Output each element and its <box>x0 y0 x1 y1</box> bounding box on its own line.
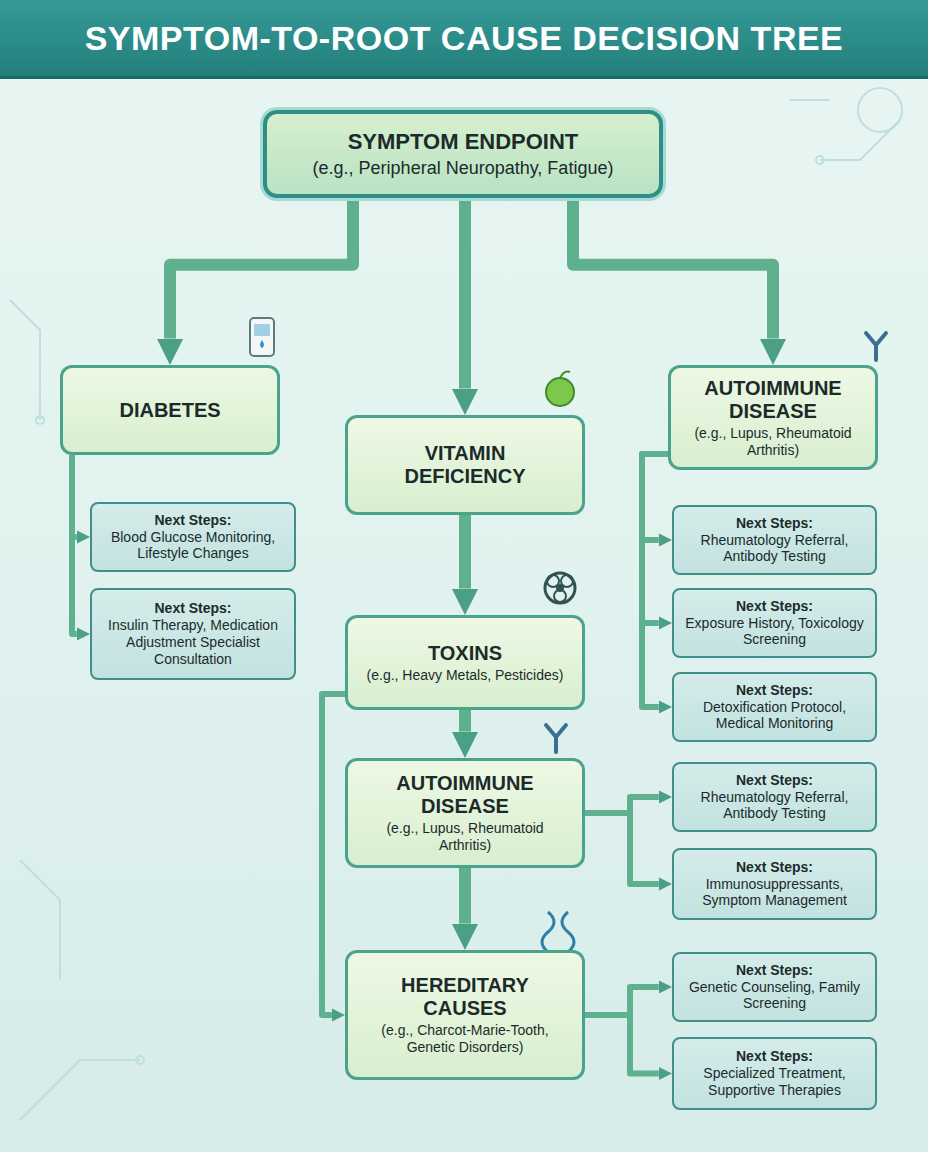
title-bar: SYMPTOM-TO-ROOT CAUSE DECISION TREE <box>0 0 928 79</box>
node-body: Rheumatology Referral, Antibody Testing <box>682 789 867 823</box>
node-heading: Next Steps: <box>736 772 813 789</box>
node-heading: Next Steps: <box>736 962 813 979</box>
next-steps-box: Next Steps:Immunosuppressants, Symptom M… <box>672 848 877 920</box>
connector-arrow <box>585 813 659 884</box>
connector-arrow <box>585 1015 659 1074</box>
node-heading: Next Steps: <box>154 512 231 529</box>
antibody-icon <box>546 333 886 752</box>
connector-arrow <box>459 198 471 389</box>
node-heading: VITAMIN DEFICIENCY <box>362 442 568 488</box>
connector-arrow <box>642 454 668 623</box>
node-heading: SYMPTOM ENDPOINT <box>348 129 579 155</box>
next-steps-box: Next Steps:Blood Glucose Monitoring, Lif… <box>90 502 296 572</box>
node-body: Insulin Therapy, Medication Adjustment S… <box>100 617 286 667</box>
connector-arrow <box>642 454 668 707</box>
connector-arrow <box>459 710 471 732</box>
next-steps-box: Next Steps:Exposure History, Toxicology … <box>672 588 877 658</box>
node-heading: TOXINS <box>428 642 502 665</box>
node-body: (e.g., Heavy Metals, Pesticides) <box>367 667 564 684</box>
glucometer-icon <box>250 318 274 356</box>
node-heading: Next Steps: <box>736 1048 813 1065</box>
node-heading: DIABETES <box>119 399 220 422</box>
node-body: (e.g., Charcot-Marie-Tooth, Genetic Diso… <box>362 1022 568 1056</box>
cause-box: TOXINS (e.g., Heavy Metals, Pesticides) <box>345 615 585 710</box>
node-heading: AUTOIMMUNE DISEASE <box>362 772 568 818</box>
cause-box: HEREDITARY CAUSES(e.g., Charcot-Marie-To… <box>345 950 585 1080</box>
node-body: (e.g., Peripheral Neuropathy, Fatigue) <box>313 158 614 179</box>
node-body: Genetic Counseling, Family Screening <box>682 979 867 1013</box>
cause-box: VITAMIN DEFICIENCY <box>345 415 585 515</box>
node-body: Exposure History, Toxicology Screening <box>682 615 867 649</box>
next-steps-box: Next Steps:Rheumatology Referral, Antibo… <box>672 762 877 832</box>
connector-arrow <box>459 868 471 924</box>
node-body: Immunosuppressants, Symptom Management <box>682 876 867 910</box>
node-heading: Next Steps: <box>736 515 813 532</box>
node-heading: AUTOIMMUNE DISEASE <box>685 377 861 423</box>
node-body: Detoxification Protocol, Medical Monitor… <box>682 699 867 733</box>
next-steps-box: Next Steps:Insulin Therapy, Medication A… <box>90 588 296 680</box>
node-body: Blood Glucose Monitoring, Lifestyle Chan… <box>100 529 286 563</box>
node-heading: Next Steps: <box>736 682 813 699</box>
connector-arrow <box>322 694 345 1015</box>
connector-arrow <box>585 987 659 1015</box>
node-body: (e.g., Lupus, Rheumatoid Arthritis) <box>685 425 861 459</box>
diagram-title: SYMPTOM-TO-ROOT CAUSE DECISION TREE <box>85 19 844 58</box>
node-body: Specialized Treatment, Supportive Therap… <box>682 1065 867 1099</box>
node-body: (e.g., Lupus, Rheumatoid Arthritis) <box>362 820 568 854</box>
apple-icon <box>546 372 574 406</box>
cause-box: AUTOIMMUNE DISEASE(e.g., Lupus, Rheumato… <box>345 758 585 868</box>
dna-icon <box>542 912 574 952</box>
symptom-box: SYMPTOM ENDPOINT (e.g., Peripheral Neurop… <box>263 110 663 198</box>
node-heading: Next Steps: <box>736 598 813 615</box>
next-steps-box: Next Steps:Rheumatology Referral, Antibo… <box>672 505 877 575</box>
next-steps-box: Next Steps:Genetic Counseling, Family Sc… <box>672 952 877 1022</box>
cause-box: DIABETES <box>60 365 280 455</box>
next-steps-box: Next Steps:Specialized Treatment, Suppor… <box>672 1037 877 1110</box>
node-heading: Next Steps: <box>736 859 813 876</box>
node-heading: Next Steps: <box>154 600 231 617</box>
biohazard-icon <box>545 573 575 603</box>
next-steps-box: Next Steps:Detoxification Protocol, Medi… <box>672 672 877 742</box>
cause-box: AUTOIMMUNE DISEASE(e.g., Lupus, Rheumato… <box>668 365 878 470</box>
connector-arrow <box>642 454 668 540</box>
connector-arrow <box>170 198 353 339</box>
node-body: Rheumatology Referral, Antibody Testing <box>682 532 867 566</box>
circuit-lines <box>10 88 902 1120</box>
connector-arrow <box>72 455 77 634</box>
connector-arrow <box>573 198 773 339</box>
node-heading: HEREDITARY CAUSES <box>362 974 568 1020</box>
connector-arrow <box>459 515 471 589</box>
